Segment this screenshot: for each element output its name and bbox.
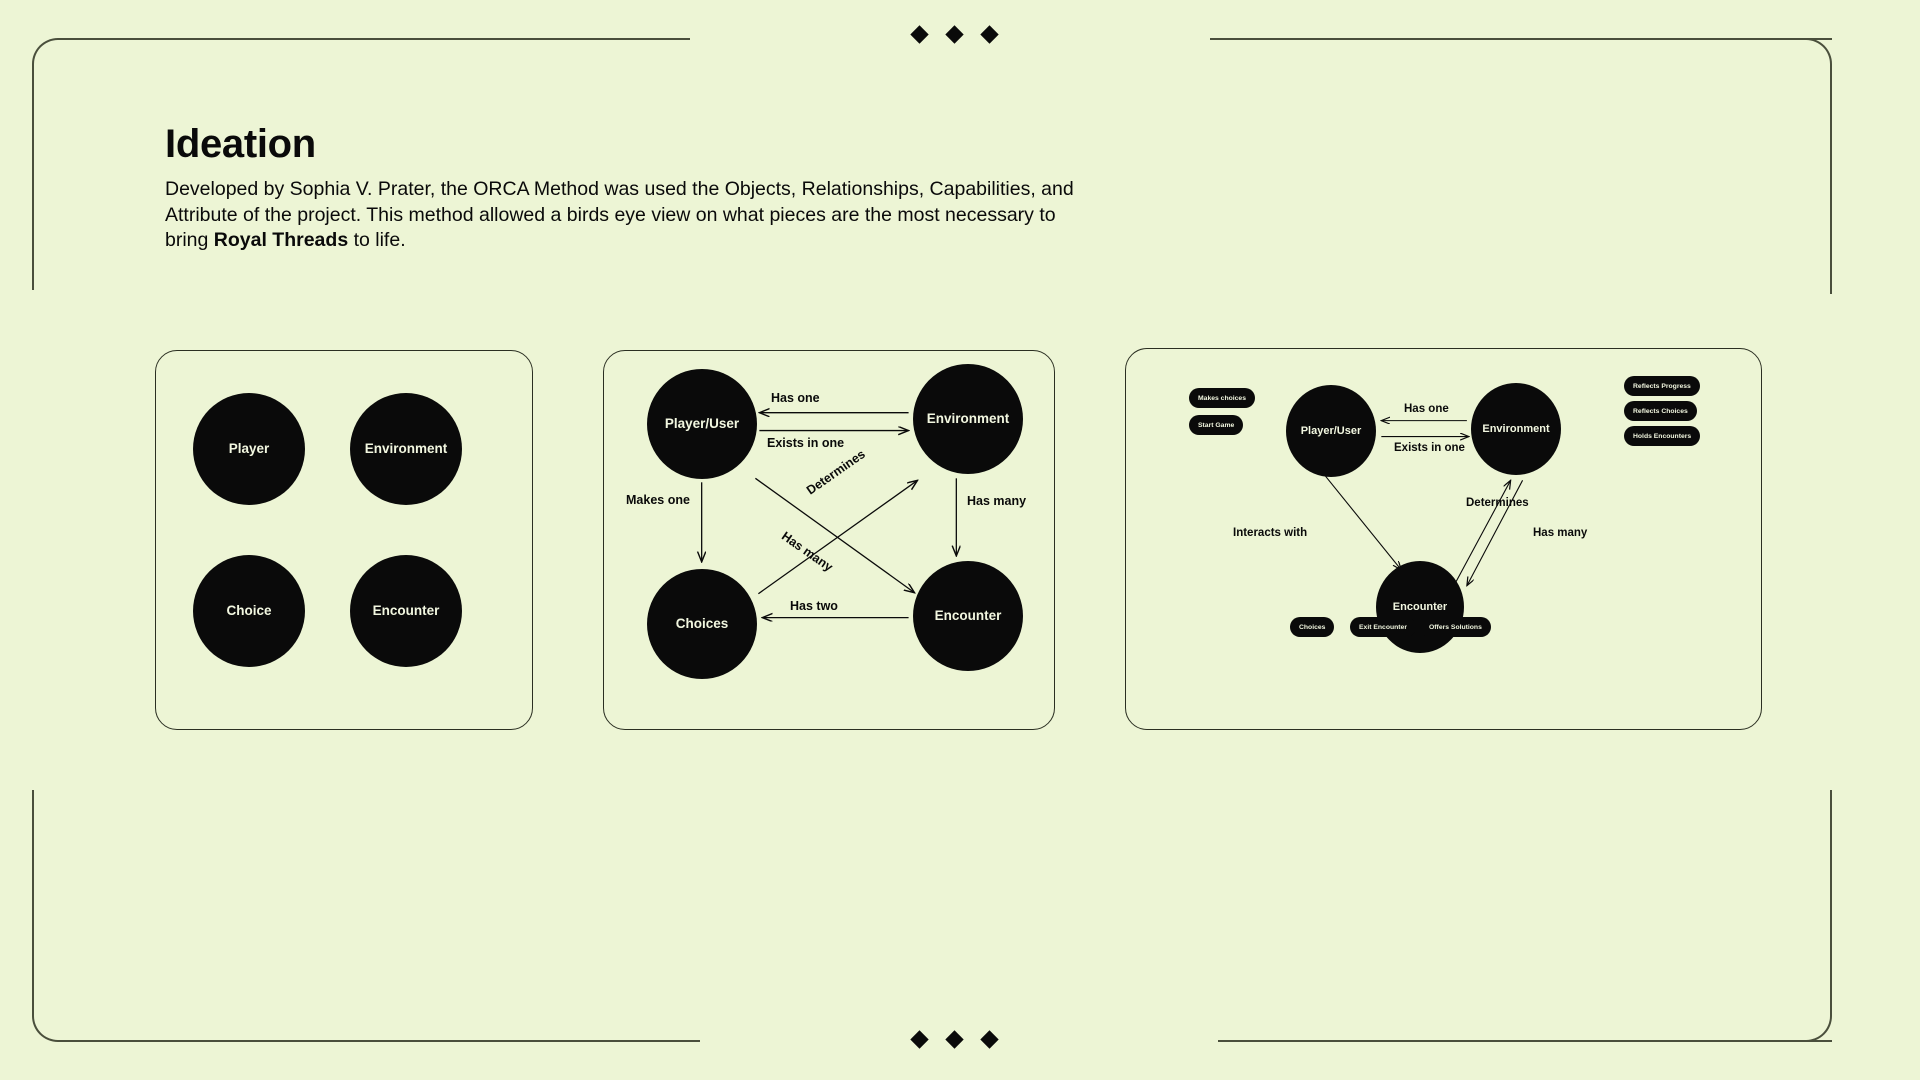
diamond-icon xyxy=(945,1030,964,1049)
edge-label-exists-in-one: Exists in one xyxy=(767,436,845,450)
edge-label-has-one: Has one xyxy=(771,391,820,405)
node-player-user[interactable]: Player/User xyxy=(647,369,757,479)
description-text-lead: Developed by Sophia V. Prater, the ORCA … xyxy=(165,178,1074,252)
node-label: Player xyxy=(228,440,270,456)
frame-line-bottom-left xyxy=(90,1040,700,1042)
frame-corner-top-left xyxy=(32,38,92,98)
node-label: Environment xyxy=(926,410,1010,426)
edge-label-has-many-env: Has many xyxy=(967,494,1027,508)
node-choices[interactable]: Choices xyxy=(647,569,757,679)
pill-reflects-progress[interactable]: Reflects Progress xyxy=(1624,376,1700,396)
pill-start-game[interactable]: Start Game xyxy=(1189,415,1244,435)
edge-label-has-many-player: Has many xyxy=(778,529,836,575)
node-label: Encounter xyxy=(1392,600,1448,613)
frame-line-top-left xyxy=(90,38,690,40)
pill-reflects-choices[interactable]: Reflects Choices xyxy=(1624,401,1697,421)
objects-diagram-card: Player Environment Choice Encounter xyxy=(155,350,533,730)
frame-line-right-upper xyxy=(1830,96,1832,294)
node-label: Player/User xyxy=(664,415,740,431)
page-title: Ideation xyxy=(165,122,316,166)
node-label: Environment xyxy=(364,440,448,456)
pill-holds-encounters[interactable]: Holds Encounters xyxy=(1624,426,1701,446)
edge-label-has-many: Has many xyxy=(1533,527,1588,539)
edge-label-has-two: Has two xyxy=(790,599,838,613)
node-encounter[interactable]: Encounter xyxy=(350,555,462,667)
edge-label-determines: Determines xyxy=(1466,497,1529,509)
frame-line-right-lower xyxy=(1830,790,1832,990)
relationships-diagram-card: Has one Exists in one Makes one Has many… xyxy=(603,350,1055,730)
diamond-icon xyxy=(945,25,964,44)
node-label: Choices xyxy=(675,615,729,631)
frame-line-top-right xyxy=(1210,38,1832,40)
pill-choices[interactable]: Choices xyxy=(1290,617,1335,637)
frame-corner-bottom-right xyxy=(1772,982,1832,1042)
node-label: Encounter xyxy=(934,607,1002,623)
node-encounter[interactable]: Encounter xyxy=(1376,561,1464,653)
frame-line-bottom-right xyxy=(1218,1040,1832,1042)
diamond-icon xyxy=(910,25,929,44)
edge-label-has-one: Has one xyxy=(1404,403,1449,415)
diamond-icon xyxy=(910,1030,929,1049)
frame-line-left-lower xyxy=(32,790,34,990)
node-label: Choice xyxy=(226,602,272,618)
frame-corner-top-right xyxy=(1772,38,1832,98)
capabilities-diagram-card: Has one Exists in one Interacts with Det… xyxy=(1125,348,1762,730)
edge-label-exists-in-one: Exists in one xyxy=(1394,442,1465,454)
frame-line-left-upper xyxy=(32,96,34,290)
node-label: Environment xyxy=(1482,422,1550,435)
diamond-icon xyxy=(980,1030,999,1049)
edge-label-determines: Determines xyxy=(804,446,868,498)
diamond-divider-top xyxy=(910,25,999,44)
node-environment[interactable]: Environment xyxy=(913,364,1023,474)
frame-corner-bottom-left xyxy=(32,982,92,1042)
pill-offers-solutions[interactable]: Offers Solutions xyxy=(1420,617,1491,637)
node-label: Encounter xyxy=(372,602,440,618)
pill-makes-choices[interactable]: Makes choices xyxy=(1189,388,1255,408)
edge-label-interacts-with: Interacts with xyxy=(1233,527,1308,539)
description-text-tail: to life. xyxy=(348,229,406,252)
node-player-user[interactable]: Player/User xyxy=(1286,385,1376,477)
page-description: Developed by Sophia V. Prater, the ORCA … xyxy=(165,177,1100,254)
node-label: Player/User xyxy=(1300,424,1362,437)
edge-label-makes-one: Makes one xyxy=(626,493,690,507)
node-player[interactable]: Player xyxy=(193,393,305,505)
diamond-divider-bottom xyxy=(910,1030,999,1049)
diamond-icon xyxy=(980,25,999,44)
header-block: Ideation Developed by Sophia V. Prater, … xyxy=(165,122,1165,254)
pill-exit-encounter[interactable]: Exit Encounter xyxy=(1350,617,1416,637)
node-encounter[interactable]: Encounter xyxy=(913,561,1023,671)
node-choice[interactable]: Choice xyxy=(193,555,305,667)
description-highlight: Royal Threads xyxy=(213,229,349,252)
node-environment[interactable]: Environment xyxy=(1471,383,1561,475)
node-environment[interactable]: Environment xyxy=(350,393,462,505)
